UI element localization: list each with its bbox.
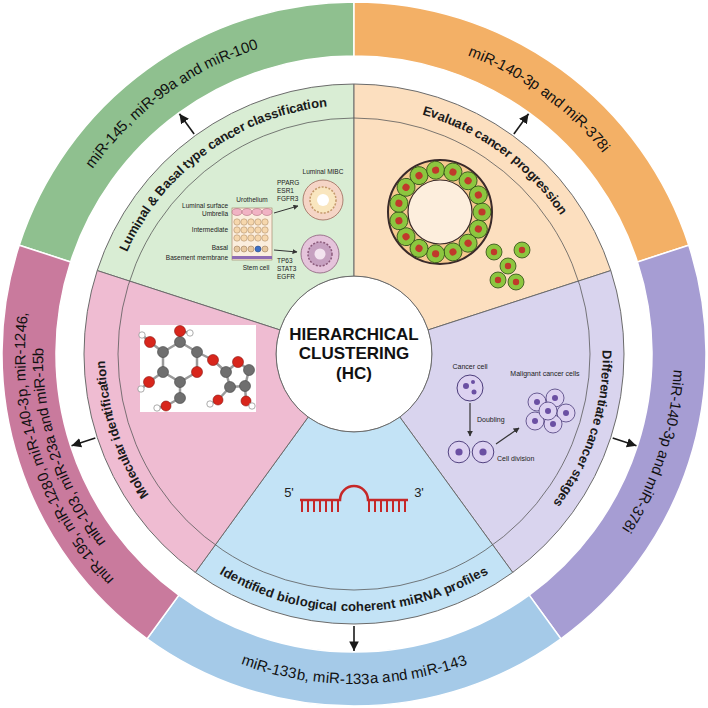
mirna-list: miR-140-3p and miR-378i [618,365,689,539]
sector-outline [354,2,689,262]
glyph: 3 [361,670,370,688]
glyph: 5 [29,355,47,364]
center-title: HIERARCHICAL CLUSTERING (HC) [284,325,424,384]
glyph: e [363,599,371,615]
sector-outline [84,271,308,573]
outer-band: miR-140-3p and miR-378i [353,1,690,263]
part-label: ESR1 [277,187,294,194]
glyph: l [333,598,338,614]
sector-title: Identified biological coherent miRNA pro… [215,563,492,616]
sector-wedge: Differentiate cancer stages [398,269,625,574]
glyph: R [11,354,29,365]
glyph: R [30,377,49,389]
part-label: Urothelium [236,196,267,203]
sector-title: Evaluate cancer progression [418,103,570,219]
glyph: a [325,598,334,614]
outer-band: miR-195, miR-1280, miR-140-3p, miR-1246,… [1,244,180,640]
mirna-hairpin [300,486,408,507]
glyph: i [599,359,615,363]
sector-outline [400,271,624,573]
tumour-gland-drawing [388,160,530,290]
part-label: Cancer cell [452,363,487,371]
glyph: m [31,390,51,405]
sector-wedge: Molecular identification [83,269,310,574]
sector-shape [18,1,355,263]
part-label: Luminal MIBC [303,168,344,175]
cell-division-drawing [448,375,575,463]
glyph: 1 [345,670,354,688]
outer-band: miR-145, miR-99a and miR-100 [18,1,355,263]
sector-outline [354,84,611,330]
part-label: Intermediate [192,226,228,233]
arrow-connector [514,114,529,134]
arrow-connector [179,114,194,134]
sector-shape [528,244,707,640]
glyph: h [356,599,364,615]
glyph: n [318,95,328,111]
sector-outline [147,595,561,706]
glyph: b [29,347,47,355]
glyph: o [94,368,110,377]
urothelium-drawing [232,180,343,273]
circle-outline [276,276,432,432]
glyph: 1 [11,341,29,350]
part-label: Stem cell [243,264,270,271]
part-label: Basal [212,244,228,251]
glyph: - [11,349,29,354]
sector-outline [195,417,512,624]
mirna-list: miR-145, miR-99a and miR-100 [82,35,264,172]
part-label: EGFR [277,273,295,280]
part-label: FGFR3 [277,195,298,202]
sector-outline [19,2,354,262]
part-label: Malignant cancer cells [510,370,579,378]
part-label: STAT3 [277,265,296,272]
arrow-connector [613,438,637,446]
glyph: m [312,668,326,687]
glyph: m [669,370,688,384]
part-label: PPARG [277,179,299,186]
sector-wedge: Identified biological coherent miRNA pro… [194,416,514,625]
part-label: Basement membrane [166,254,228,261]
mirna-list: miR-195, miR-1280, miR-140-3p, miR-1246,… [10,301,118,590]
glyph: 1 [29,364,47,373]
sector-outline [97,84,354,330]
mirna-list: miR-133b, miR-133a and miR-143 [237,650,472,689]
sector-outline [529,245,706,639]
part-label: Luminal surface [182,202,228,209]
arrow-connector [353,626,355,651]
glyph: o [348,599,356,615]
glyph: d [398,666,409,685]
center-circle: HIERARCHICAL CLUSTERING (HC) [275,275,433,433]
part-label: Umbrella [202,210,228,217]
sector-title: Molecular identification [92,356,151,502]
glyph: n [93,360,109,369]
glyph: a [369,669,378,687]
part-label: Cell division [497,455,534,463]
strand-end-label: 3' [414,486,424,501]
glyph: - [339,670,345,688]
inner-ring [118,118,590,590]
sector-shape [194,416,514,625]
glyph: R [328,669,340,688]
glyph: 3 [353,670,362,688]
strand-end-label: 5' [284,486,294,501]
glyph: 2 [11,332,29,341]
mirna-list: miR-140-3p and miR-378i [465,42,616,158]
glyph: t [390,596,397,612]
outer-band: miR-140-3p and miR-378i [528,244,707,640]
glyph: m [11,368,30,382]
sector-outline [2,245,179,639]
glyph: D [599,350,615,359]
arrow-connector [72,438,96,446]
molecule-drawing [138,325,256,412]
glyph: - [30,372,48,378]
sector-shape [353,1,690,263]
part-label: Doubling [477,416,505,424]
glyph: c [340,599,348,615]
glyph: i [11,365,29,369]
glyph: 4 [12,324,31,334]
part-label: TP63 [277,257,293,264]
